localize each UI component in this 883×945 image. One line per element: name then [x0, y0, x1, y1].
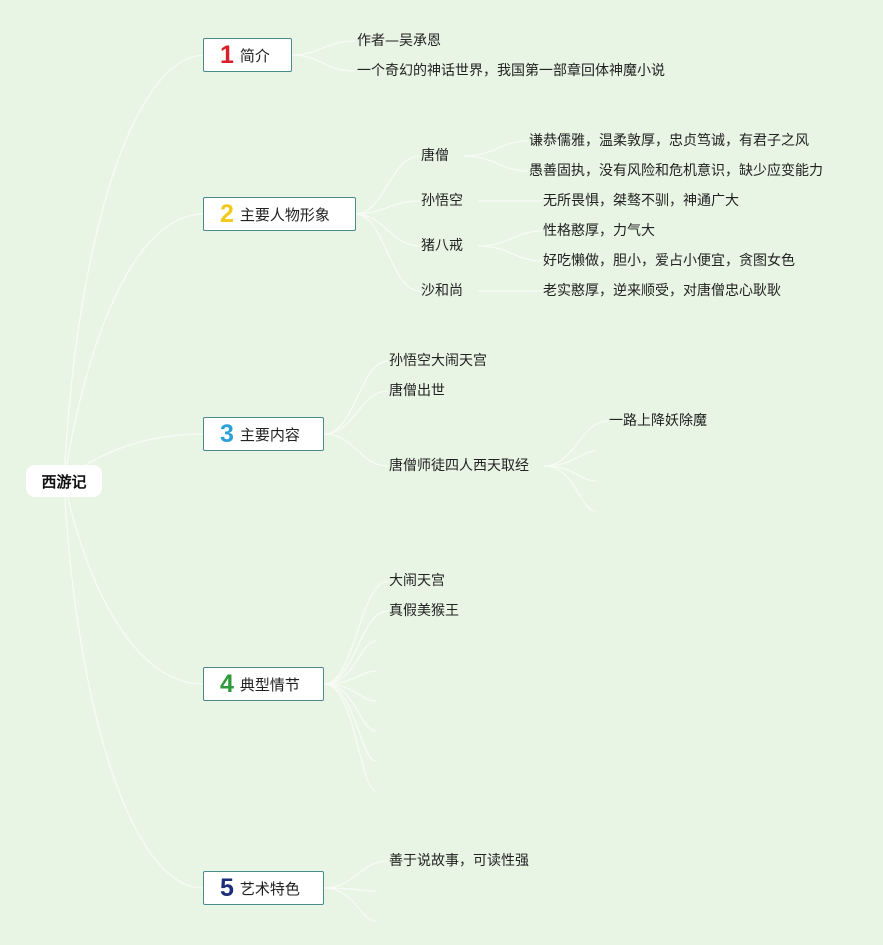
section-number-2: 2 [220, 199, 234, 228]
connector-c1-t2 [463, 155, 529, 172]
trait-tangseng-1: 谦恭儒雅，温柔敦厚，忠贞笃诚，有君子之风 [529, 133, 809, 149]
character-zhubajie: 猪八戒 [421, 238, 463, 254]
connector-s4-8 [323, 683, 377, 792]
trait-sunwukong-1: 无所畏惧，桀骜不驯，神通广大 [543, 193, 739, 209]
connector-s1-b [291, 54, 356, 72]
connector-s3-a [323, 360, 389, 435]
section-intro[interactable]: 1 简介 [203, 38, 292, 72]
art-item-1: 善于说故事，可读性强 [389, 853, 529, 869]
connector-s2-c2 [354, 200, 421, 215]
connector-s3-b [323, 390, 389, 435]
connector-s4-6 [323, 683, 377, 732]
root-node[interactable]: 西游记 [26, 465, 102, 497]
connector-s1-a [291, 40, 356, 56]
connector-s5-1 [323, 860, 389, 889]
connector-s4-3 [323, 640, 377, 685]
section-label: 简介 [239, 46, 270, 65]
trait-shaheshang-1: 老实憨厚，逆来顺受，对唐僧忠心耿耿 [543, 283, 781, 299]
connector-c3-t2 [477, 245, 543, 262]
section-number-3: 3 [220, 419, 234, 448]
section-art[interactable]: 5 艺术特色 [203, 871, 324, 905]
section-label: 艺术特色 [239, 879, 300, 898]
character-shaheshang: 沙和尚 [421, 283, 463, 299]
connector-c3-t1 [477, 230, 543, 247]
section-number-5: 5 [220, 873, 234, 902]
connector-s2-c3 [354, 213, 421, 247]
connector-root-s4 [63, 480, 204, 685]
trait-zhubajie-1: 性格憨厚，力气大 [543, 223, 655, 239]
connector-s4-7 [323, 683, 377, 762]
connector-s3-c-2 [543, 450, 597, 467]
section-number-4: 4 [220, 669, 234, 698]
connector-c1-t1 [463, 140, 529, 157]
intro-item-author: 作者—吴承恩 [357, 33, 441, 49]
connector-s3-c-3 [543, 465, 597, 482]
plot-item-1: 大闹天宫 [389, 573, 445, 589]
root-label: 西游记 [41, 472, 87, 491]
connector-s5-3 [323, 887, 377, 922]
intro-item-summary: 一个奇幻的神话世界，我国第一部章回体神魔小说 [357, 63, 665, 79]
plot-item-2: 真假美猴王 [389, 603, 459, 619]
connector-root-s2 [63, 213, 204, 482]
connector-s4-2 [323, 610, 389, 685]
trait-zhubajie-2: 好吃懒做，胆小，爱占小便宜，贪图女色 [543, 253, 795, 269]
trait-tangseng-2: 愚善固执，没有风险和危机意识，缺少应变能力 [529, 163, 823, 179]
character-sunwukong: 孙悟空 [421, 193, 463, 209]
connector-s4-4 [323, 670, 377, 685]
connector-s2-c1 [354, 155, 421, 215]
character-tangseng: 唐僧 [421, 148, 449, 164]
section-number-1: 1 [220, 40, 234, 69]
connector-s3-c [323, 433, 389, 467]
connector-s3-c-4 [543, 465, 597, 512]
section-plots[interactable]: 4 典型情节 [203, 667, 324, 701]
section-label: 主要内容 [239, 425, 300, 444]
section-label: 主要人物形象 [239, 205, 330, 224]
section-content[interactable]: 3 主要内容 [203, 417, 324, 451]
section-label: 典型情节 [239, 675, 300, 694]
section-characters[interactable]: 2 主要人物形象 [203, 197, 356, 231]
content-item-2: 唐僧出世 [389, 383, 445, 399]
content-item-1: 孙悟空大闹天宫 [389, 353, 487, 369]
content-item-3: 唐僧师徒四人西天取经 [389, 458, 529, 474]
connector-s2-c4 [354, 213, 421, 292]
connector-s4-1 [323, 580, 389, 685]
connector-root-s1 [63, 54, 204, 482]
connector-s3-c-1 [543, 420, 609, 467]
connector-root-s5 [63, 480, 204, 889]
content-subitem-1: 一路上降妖除魔 [609, 413, 707, 429]
